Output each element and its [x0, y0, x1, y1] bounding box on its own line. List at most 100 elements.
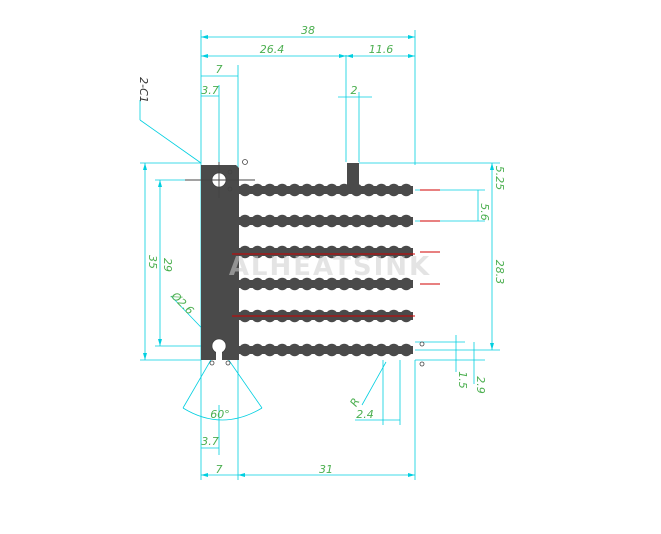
fin-bump — [362, 343, 376, 357]
fin-bump — [313, 277, 326, 291]
fin-bump — [300, 277, 314, 291]
dim-root-gap: 2.4 — [356, 408, 374, 421]
fin-bump — [387, 277, 400, 291]
fin-bump — [400, 183, 413, 197]
dim-flange-bottom: 7 — [216, 463, 223, 476]
fin-bump — [300, 214, 314, 228]
fin-bump — [387, 343, 400, 357]
fin-bump — [387, 183, 400, 197]
dim-hole-offset-bottom: 3.7 — [201, 435, 219, 448]
fin-bump — [288, 183, 301, 197]
dim-radius: R — [347, 396, 362, 409]
fin-bump — [375, 183, 388, 197]
fin-bump — [338, 245, 351, 259]
fin-bump — [338, 343, 351, 357]
dim-angle: 60° — [210, 408, 230, 421]
fin-bump — [400, 343, 413, 357]
fin-bump — [251, 214, 264, 228]
fin-bump — [362, 277, 376, 291]
fin-bump — [350, 183, 363, 197]
fin-bump — [325, 277, 338, 291]
fin-bump — [276, 277, 289, 291]
fin-bump — [263, 343, 276, 357]
dim-fin-length: 31 — [319, 463, 333, 476]
dim-fin-pitch: 5.6 — [478, 203, 491, 221]
fin-bump — [288, 343, 301, 357]
dim-hole-offset-top: 3.7 — [201, 84, 219, 97]
fin-bump — [313, 343, 326, 357]
fin-bump — [362, 245, 376, 259]
fin-bump — [400, 277, 413, 291]
top-tab-fin — [347, 163, 359, 186]
fin-bump — [263, 245, 276, 259]
dim-hole-spacing: 29 — [161, 258, 174, 272]
fin-bump — [325, 214, 338, 228]
fin-bump — [400, 214, 413, 228]
fin-bump — [350, 245, 363, 259]
fin-bump — [375, 214, 388, 228]
fin-bump — [276, 183, 289, 197]
dim-fin-width: 2 — [351, 84, 358, 97]
fin-bump — [300, 183, 314, 197]
fin-bump — [313, 214, 326, 228]
fin-bump — [325, 343, 338, 357]
fin-bump — [251, 245, 264, 259]
watermark: ALHEATSINK — [229, 252, 431, 282]
dim-bottom-height: 1.5 — [456, 371, 469, 389]
fin-bump — [338, 183, 351, 197]
fin-bump — [362, 183, 376, 197]
fin-bump — [350, 277, 363, 291]
fin-bump — [263, 214, 276, 228]
dim-chamfer: 2-C1 — [137, 77, 150, 103]
fin-bump — [375, 245, 388, 259]
dim-fin-span: 28.3 — [493, 260, 506, 285]
fin-bump — [300, 343, 314, 357]
fin-bump — [387, 214, 400, 228]
fin-bump — [313, 183, 326, 197]
dim-total-height: 35 — [146, 255, 159, 269]
fin-bump — [325, 245, 338, 259]
fin-bump — [313, 245, 326, 259]
fin-bump — [387, 245, 400, 259]
arrow-ticks — [143, 35, 494, 477]
fin-group — [237, 183, 413, 357]
fin-bump — [400, 245, 413, 259]
dim-tail-height: 2.9 — [474, 376, 487, 394]
fin-bump — [375, 277, 388, 291]
fin-bump — [288, 277, 301, 291]
fin-bump — [276, 214, 289, 228]
fin-bump — [238, 277, 252, 291]
fin-bump — [338, 214, 351, 228]
fin-bump — [375, 343, 388, 357]
dim-hole-diameter: Ø2.6 — [168, 289, 196, 317]
dim-flange-top: 7 — [216, 63, 223, 76]
fin-bump — [325, 183, 338, 197]
fin-bump — [276, 245, 289, 259]
fin-bump — [263, 183, 276, 197]
fin-bump — [276, 343, 289, 357]
fin-bump — [338, 277, 351, 291]
heatsink-profile — [201, 163, 413, 360]
small-hole-markers — [209, 159, 425, 367]
fin-bump — [238, 245, 252, 259]
fin-bump — [362, 214, 376, 228]
base-plate — [201, 165, 239, 360]
fin-bump — [251, 183, 264, 197]
center-lines — [185, 162, 440, 317]
fin-bump — [251, 277, 264, 291]
fin-bump — [238, 343, 252, 357]
fin-bump — [350, 343, 363, 357]
fin-bump — [238, 214, 252, 228]
dim-left-part: 26.4 — [260, 43, 285, 56]
fin-bump — [350, 214, 363, 228]
fin-bump — [263, 277, 276, 291]
fin-bump — [288, 245, 301, 259]
fin-bump — [288, 214, 301, 228]
fin-bump — [251, 343, 264, 357]
fin-bump — [238, 183, 252, 197]
dim-overall-width: 38 — [301, 24, 315, 37]
fin-bump — [300, 245, 314, 259]
dim-top-offset: 5.25 — [493, 166, 506, 191]
